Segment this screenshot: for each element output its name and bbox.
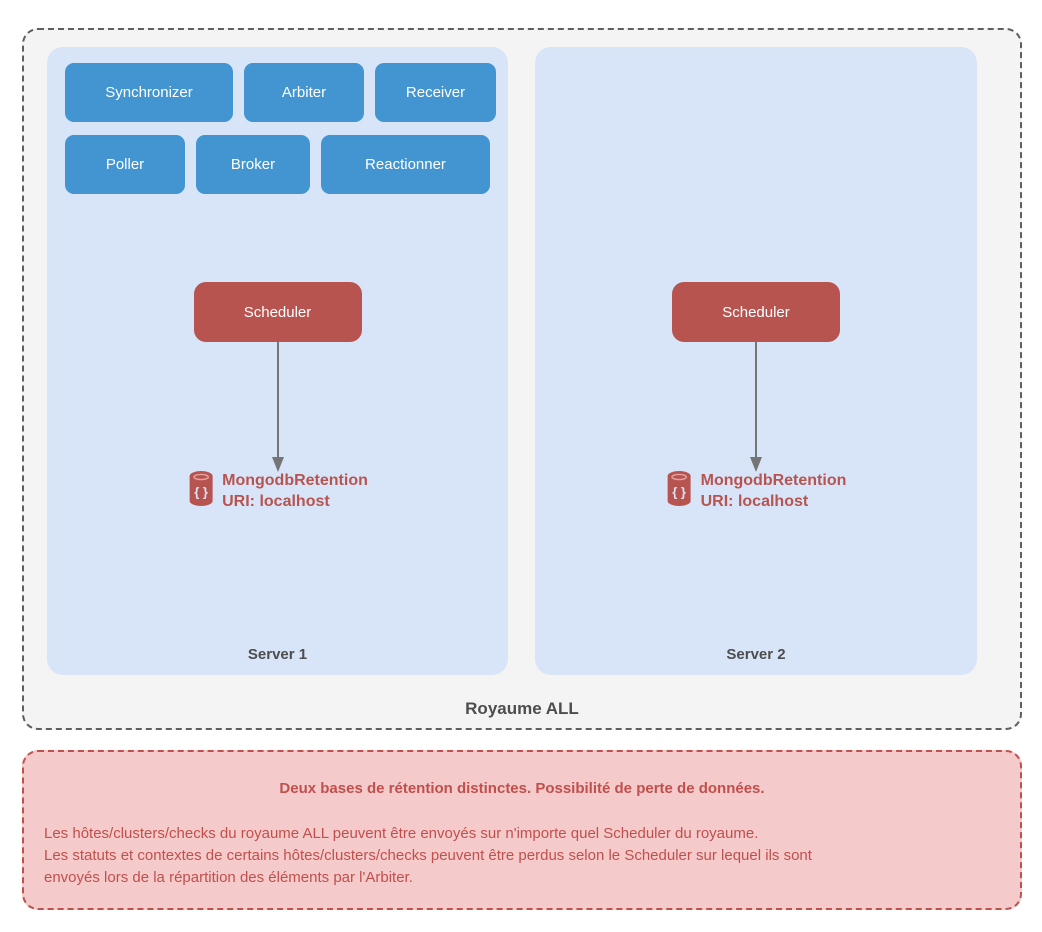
- component-poller: Poller: [65, 135, 185, 194]
- server-1-label: Server 1: [247, 646, 308, 663]
- warning-title: Deux bases de rétention distinctes. Poss…: [279, 780, 765, 797]
- server-2-mongodb-retention: { } MongodbRetention URI: localhost: [666, 470, 847, 512]
- database-uri: URI: localhost: [222, 493, 330, 510]
- component-receiver: Receiver: [375, 63, 496, 122]
- down-arrow-icon: [750, 342, 762, 472]
- server-1-panel: Synchronizer Arbiter Receiver Poller Bro…: [47, 47, 508, 675]
- server-1-components: Synchronizer Arbiter Receiver Poller Bro…: [65, 63, 496, 194]
- warning-line: envoyés lors de la répartition des éléme…: [44, 869, 413, 886]
- server-2-scheduler-box: Scheduler: [672, 282, 840, 342]
- server-2-panel: Scheduler { } MongodbRetention URI: loca…: [535, 47, 977, 675]
- warning-body: Les hôtes/clusters/checks du royaume ALL…: [44, 823, 1000, 889]
- components-row-1: Synchronizer Arbiter Receiver: [65, 63, 496, 122]
- database-label: MongodbRetention URI: localhost: [701, 470, 847, 512]
- database-name: MongodbRetention: [700, 472, 847, 489]
- svg-text:{ }: { }: [194, 485, 208, 500]
- warning-line: Les statuts et contextes de certains hôt…: [44, 847, 812, 864]
- server-1-scheduler-box: Scheduler: [193, 282, 362, 342]
- royaume-all-label: Royaume ALL: [465, 699, 579, 718]
- royaume-all-container: Synchronizer Arbiter Receiver Poller Bro…: [22, 28, 1022, 730]
- server-2-label: Server 2: [726, 646, 786, 663]
- component-broker: Broker: [196, 135, 310, 194]
- database-icon: { }: [667, 471, 691, 506]
- database-label: MongodbRetention URI: localhost: [222, 470, 368, 512]
- component-reactionner: Reactionner: [321, 135, 490, 194]
- components-row-2: Poller Broker Reactionner: [65, 135, 490, 194]
- down-arrow-icon: [271, 342, 284, 472]
- warning-line: Les hôtes/clusters/checks du royaume ALL…: [44, 825, 759, 842]
- database-uri: URI: localhost: [700, 493, 809, 510]
- server-1-mongodb-retention: { } MongodbRetention URI: localhost: [187, 470, 368, 512]
- component-arbiter: Arbiter: [244, 63, 364, 122]
- warning-box: Deux bases de rétention distinctes. Poss…: [22, 750, 1022, 910]
- component-synchronizer: Synchronizer: [65, 63, 233, 122]
- database-name: MongodbRetention: [222, 472, 368, 489]
- database-icon: { }: [189, 471, 213, 506]
- svg-text:{ }: { }: [672, 485, 686, 500]
